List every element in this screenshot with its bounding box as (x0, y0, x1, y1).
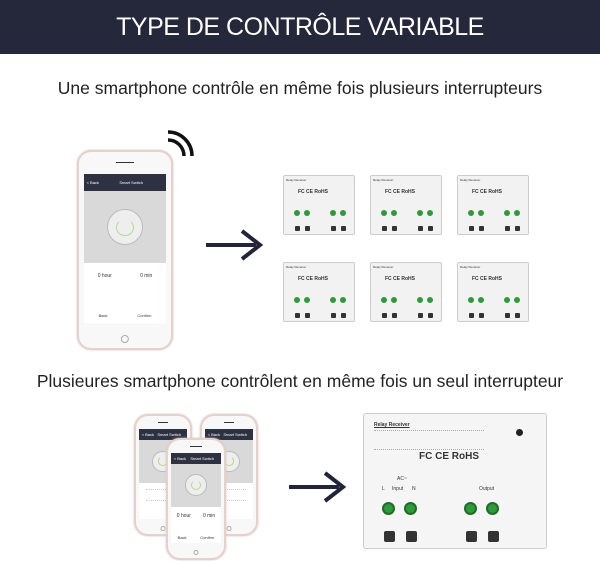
relay-title: Relay Receiver (373, 178, 394, 182)
cert-marks: FC CE RoHS (298, 276, 328, 282)
relay-title: Relay Receiver (460, 265, 481, 269)
wifi-icon (167, 130, 194, 157)
app-title: Smart Switch (157, 431, 181, 437)
relay-receiver: Relay Receiver FC CE RoHS (457, 262, 529, 322)
relay-receiver: Relay Receiver FC CE RoHS (283, 262, 355, 322)
relay-title: Relay Receiver (286, 178, 307, 182)
confirm-button[interactable]: Confirm (200, 534, 215, 540)
relay-receiver: Relay Receiver FC CE RoHS (370, 175, 442, 235)
hour-picker[interactable]: 0 hour (97, 272, 112, 279)
home-button (226, 526, 232, 532)
time-picker-lines (145, 488, 181, 502)
relay-receiver: Relay Receiver FC CE RoHS (370, 262, 442, 322)
cert-marks: FC CE RoHS (472, 189, 502, 195)
back-link[interactable]: < Back (173, 455, 187, 461)
cert-marks: FC CE RoHS (385, 276, 415, 282)
app-title: Smart Switch (223, 431, 247, 437)
power-icon (116, 218, 134, 236)
caption-one-to-many: Une smartphone contrôle en même fois plu… (57, 78, 543, 98)
header-banner: TYPE DE CONTRÔLE VARIABLE (0, 0, 600, 54)
power-icon (190, 480, 202, 491)
caption-many-to-one: Plusieures smartphone contrôlent en même… (36, 371, 564, 391)
minute-picker[interactable]: 0 min (202, 512, 216, 519)
time-picker-lines (211, 488, 247, 502)
cert-marks: FC CE RoHS (472, 276, 502, 282)
app-screen: < Back Smart Switch 0 hour 0 min Back Confi… (83, 173, 167, 323)
ac-label: AC~ (397, 476, 407, 482)
cert-marks: FC CE RoHS (298, 189, 328, 195)
app-title: Smart Switch (190, 455, 214, 461)
cert-marks: FC CE RoHS (385, 189, 415, 195)
back-button[interactable]: Back (98, 313, 108, 319)
hour-picker[interactable]: 0 hour (176, 512, 191, 519)
back-link[interactable]: < Back (207, 431, 221, 437)
minute-picker[interactable]: 0 min (140, 272, 153, 279)
page-title: TYPE DE CONTRÔLE VARIABLE (116, 12, 484, 41)
output-label: Output (479, 486, 495, 492)
relay-receiver: Relay Receiver FC CE RoHS (457, 175, 529, 235)
relay-title: Relay Receiver (374, 422, 410, 428)
terminal (404, 502, 417, 515)
power-button[interactable] (106, 208, 144, 246)
back-button[interactable]: Back (177, 534, 187, 540)
relay-title: Relay Receiver (460, 178, 481, 182)
power-button[interactable] (184, 474, 208, 497)
terminal (486, 502, 499, 515)
smartphone: < Back Smart Switch 0 hour 0 min Back Confi… (77, 150, 173, 350)
back-link[interactable]: < Back (141, 431, 155, 437)
home-button (193, 550, 199, 556)
arrow-right-icon (206, 229, 264, 261)
cert-marks: FC CE RoHS (419, 451, 479, 462)
relay-receiver-large: Relay Receiver FC CE RoHS AC~ Input L N … (363, 413, 547, 549)
confirm-button[interactable]: Confirm (137, 313, 152, 319)
arrow-right-icon (289, 471, 347, 503)
relay-title: Relay Receiver (286, 265, 307, 269)
home-button (120, 334, 130, 344)
relay-title: Relay Receiver (373, 265, 394, 269)
l-label: L (382, 486, 385, 492)
terminal (382, 502, 395, 515)
back-link[interactable]: < Back (86, 179, 99, 185)
app-title: Smart Switch (119, 179, 143, 185)
home-button (160, 526, 166, 532)
n-label: N (412, 486, 416, 492)
input-label: Input (392, 486, 404, 492)
relay-receiver: Relay Receiver FC CE RoHS (283, 175, 355, 235)
terminal (464, 502, 477, 515)
